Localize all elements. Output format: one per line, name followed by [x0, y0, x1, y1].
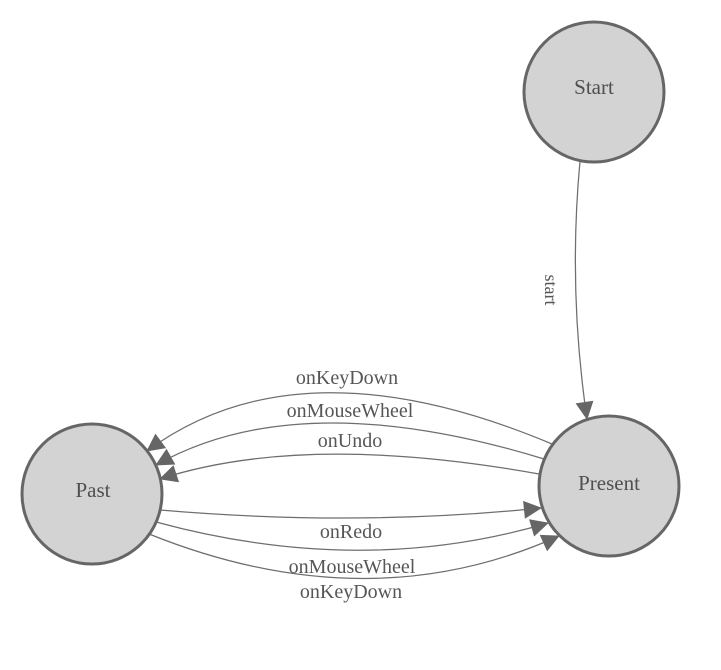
edge-present-to-past-onmousewheel: onMouseWheel	[155, 400, 545, 466]
edge-label-onundo: onUndo	[318, 430, 382, 452]
node-present[interactable]: Present	[537, 414, 681, 558]
edge-line-onredo	[159, 500, 542, 519]
edge-line-start	[574, 160, 594, 420]
node-present-label: Present	[578, 471, 640, 495]
edge-present-to-past-onundo: onUndo	[159, 430, 540, 483]
edge-label-onredo: onRedo	[320, 521, 382, 543]
edge-present-to-past-onkeydown: onKeyDown	[146, 367, 553, 452]
edge-line-onmousewheel-top	[155, 422, 545, 466]
edge-start-to-present: start	[541, 160, 594, 420]
edge-label-onmousewheel-bottom: onMouseWheel	[289, 556, 416, 578]
node-start[interactable]: Start	[522, 20, 666, 164]
edge-line-onkeydown-bottom	[148, 533, 560, 580]
edge-line-onkeydown-top	[146, 392, 553, 452]
edge-label-start: start	[541, 275, 561, 306]
node-past-circle[interactable]	[20, 422, 164, 566]
node-start-label: Start	[574, 75, 614, 99]
node-start-circle[interactable]	[522, 20, 666, 164]
edge-past-to-present-onredo: onRedo	[159, 500, 542, 543]
node-past[interactable]: Past	[20, 422, 164, 566]
edge-label-onkeydown-top: onKeyDown	[296, 367, 398, 389]
edge-label-onmousewheel-top: onMouseWheel	[287, 400, 414, 422]
edge-past-to-present-onmousewheel: onMouseWheel	[155, 519, 549, 578]
edge-line-onmousewheel-bottom	[155, 519, 549, 551]
node-past-label: Past	[75, 478, 110, 502]
edge-past-to-present-onkeydown: onKeyDown	[148, 533, 560, 603]
edge-line-onundo	[159, 453, 540, 483]
node-present-circle[interactable]	[537, 414, 681, 558]
edge-label-onkeydown-bottom: onKeyDown	[300, 581, 402, 603]
